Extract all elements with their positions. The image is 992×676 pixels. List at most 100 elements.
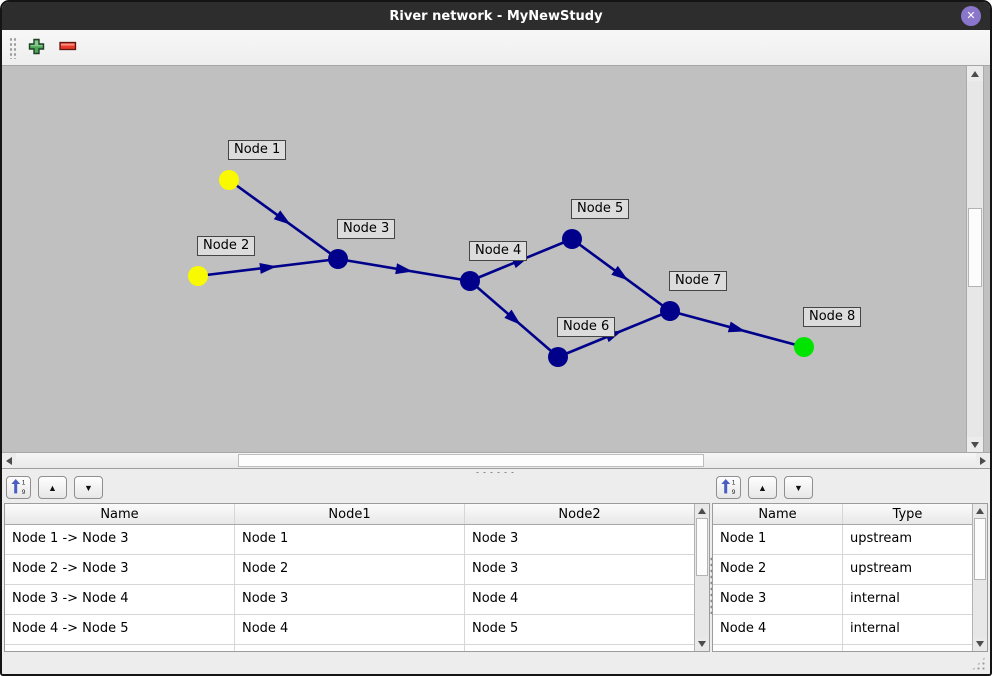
hscroll-track[interactable]: [16, 453, 976, 468]
scroll-right-button[interactable]: [976, 453, 990, 468]
vscroll-track[interactable]: [967, 81, 983, 437]
table-cell[interactable]: Node 1: [713, 525, 843, 554]
scroll-up-button[interactable]: [695, 504, 709, 518]
graph-node[interactable]: [460, 271, 480, 291]
table-cell[interactable]: Node 1: [235, 525, 465, 554]
down-arrow-icon: ▼: [84, 482, 93, 493]
table-cell[interactable]: Node 5: [472, 621, 519, 636]
column-header[interactable]: Name: [713, 504, 843, 524]
edge-arrow-icon: [273, 210, 291, 225]
nodes-move-down-button[interactable]: ▼: [784, 476, 813, 499]
graph-node[interactable]: [219, 170, 239, 190]
table-row[interactable]: Node 2 upstream: [713, 555, 972, 585]
node-label[interactable]: Node 2: [197, 236, 256, 256]
column-header[interactable]: Node2: [558, 506, 601, 522]
table-cell[interactable]: internal: [850, 591, 900, 606]
svg-text:1: 1: [732, 479, 736, 486]
table-cell[interactable]: Node 4: [472, 591, 519, 606]
table-cell[interactable]: Node 3: [713, 585, 843, 614]
table-cell[interactable]: Node 3: [472, 561, 519, 576]
node-label[interactable]: Node 1: [228, 140, 287, 160]
branches-move-down-button[interactable]: ▼: [74, 476, 103, 499]
node-label[interactable]: Node 4: [469, 241, 528, 261]
graph-node[interactable]: [660, 301, 680, 321]
plus-icon: [28, 38, 45, 58]
table-row[interactable]: Node 4 internal: [713, 615, 972, 645]
graph-node[interactable]: [548, 347, 568, 367]
table-cell[interactable]: Node 4 -> Node 5: [5, 615, 235, 644]
remove-branch-button[interactable]: [55, 35, 81, 61]
left-arrow-icon: [6, 456, 12, 465]
canvas-vscrollbar[interactable]: [966, 66, 984, 452]
table-cell[interactable]: Node 3 -> Node 4: [5, 585, 235, 614]
nodes-toolbar: 1 9 ▲ ▼: [716, 476, 813, 499]
add-branch-button[interactable]: [23, 35, 49, 61]
scroll-down-button[interactable]: [973, 637, 987, 651]
titlebar[interactable]: River network - MyNewStudy ✕: [2, 2, 990, 30]
toolbar-grip-handle[interactable]: [9, 36, 17, 59]
nodes-table-vscrollbar[interactable]: [972, 504, 987, 651]
column-header[interactable]: Node1: [235, 504, 465, 524]
down-arrow-icon: ▼: [794, 482, 803, 493]
column-header[interactable]: Type: [892, 506, 923, 522]
node-label[interactable]: Node 7: [669, 271, 728, 291]
graph-node[interactable]: [794, 337, 814, 357]
table-cell[interactable]: upstream: [850, 561, 913, 576]
scroll-down-button[interactable]: [967, 437, 983, 452]
scroll-thumb[interactable]: [974, 518, 986, 580]
edge-arrow-icon: [259, 263, 277, 274]
main-toolbar: [2, 30, 990, 66]
table-cell[interactable]: Node 2: [713, 555, 843, 584]
graph-node[interactable]: [328, 249, 348, 269]
vscroll-thumb[interactable]: [968, 208, 982, 287]
hscroll-thumb[interactable]: [238, 454, 704, 467]
table-cell[interactable]: Node 4: [713, 615, 843, 644]
table-cell[interactable]: Node 2: [235, 555, 465, 584]
scroll-up-button[interactable]: [973, 504, 987, 518]
table-cell[interactable]: Node 2 -> Node 3: [5, 555, 235, 584]
vertical-splitter[interactable]: [709, 556, 714, 614]
node-label[interactable]: Node 5: [571, 199, 630, 219]
graph-node[interactable]: [188, 266, 208, 286]
branches-table-vscrollbar[interactable]: [694, 504, 709, 651]
table-cell[interactable]: upstream: [850, 531, 913, 546]
river-network-canvas[interactable]: Node 1 Node 2 Node 3 Node 4 Node 5 Node 6 Node…: [2, 66, 990, 452]
table-cell[interactable]: internal: [850, 621, 900, 636]
table-cell[interactable]: Node 3: [472, 531, 519, 546]
scroll-thumb[interactable]: [696, 518, 708, 576]
sort-ascending-icon: 1 9: [11, 478, 26, 498]
canvas-hscrollbar[interactable]: [2, 452, 990, 468]
branches-move-up-button[interactable]: ▲: [38, 476, 67, 499]
nodes-sort-button[interactable]: 1 9: [716, 476, 741, 499]
scroll-up-button[interactable]: [967, 66, 983, 81]
scroll-down-button[interactable]: [695, 637, 709, 651]
table-row[interactable]: Node 1 upstream: [713, 525, 972, 555]
graph-node[interactable]: [562, 229, 582, 249]
close-button[interactable]: ✕: [961, 6, 981, 26]
scroll-left-button[interactable]: [2, 453, 16, 468]
column-header[interactable]: Name: [5, 504, 235, 524]
nodes-move-up-button[interactable]: ▲: [748, 476, 777, 499]
empty-cell: [5, 645, 235, 651]
horizontal-splitter[interactable]: [2, 468, 990, 474]
down-arrow-icon: [976, 641, 984, 647]
scroll-track[interactable]: [695, 518, 709, 637]
right-arrow-icon: [980, 456, 986, 465]
table-cell[interactable]: Node 1 -> Node 3: [5, 525, 235, 554]
table-cell[interactable]: Node 4: [235, 615, 465, 644]
node-label[interactable]: Node 6: [557, 317, 616, 337]
node-label[interactable]: Node 8: [803, 307, 862, 327]
table-row[interactable]: Node 3 internal: [713, 585, 972, 615]
scroll-track[interactable]: [973, 518, 987, 637]
table-cell[interactable]: Node 3: [235, 585, 465, 614]
node-label[interactable]: Node 3: [337, 219, 396, 239]
window-resize-grip[interactable]: [971, 656, 986, 671]
branches-sort-button[interactable]: 1 9: [6, 476, 31, 499]
